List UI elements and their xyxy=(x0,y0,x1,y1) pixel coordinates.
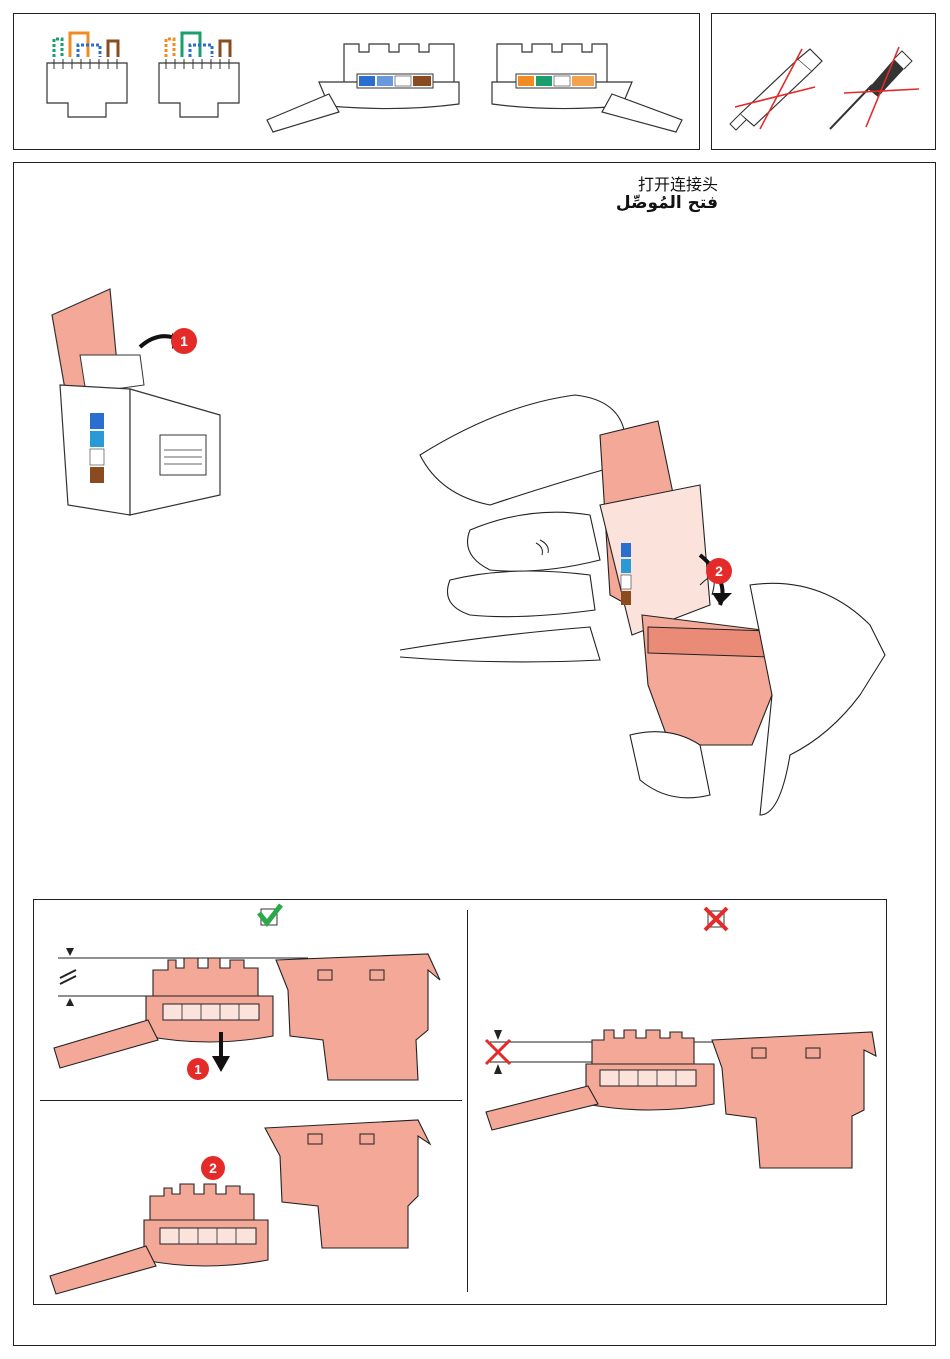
step-badge-press-label: 1 xyxy=(194,1062,201,1077)
panel-divider-vertical xyxy=(467,910,468,1292)
incorrect-cap-position-illustration xyxy=(480,1020,880,1170)
rj45-t568b-icon xyxy=(156,29,246,139)
correct-closed-illustration xyxy=(40,1108,450,1298)
punch-down-tool-forbidden-icon xyxy=(720,29,830,139)
rj45-t568a-icon xyxy=(44,29,134,139)
lacing-cap-a-icon xyxy=(259,34,469,144)
step-badge-closed-label: 2 xyxy=(209,1160,217,1176)
step-title: 打开连接头 فتح المُوصِّل xyxy=(616,176,718,214)
wiring-reference-panel xyxy=(13,13,700,150)
title-arabic: فتح المُوصِّل xyxy=(616,194,718,214)
incorrect-cross-icon xyxy=(703,906,729,932)
step-badge-2-label: 2 xyxy=(715,563,723,579)
title-chinese: 打开连接头 xyxy=(616,176,718,194)
lacing-cap-b-icon xyxy=(482,34,692,144)
step-badge-2: 2 xyxy=(705,557,733,585)
step-badge-closed: 2 xyxy=(200,1155,226,1181)
hands-opening-connector-illustration xyxy=(400,395,885,815)
step-badge-press: 1 xyxy=(186,1057,210,1081)
connector-open-latch-illustration xyxy=(40,285,240,525)
step-badge-1: 1 xyxy=(170,327,198,355)
step-badge-1-label: 1 xyxy=(180,333,188,349)
correct-cap-position-illustration xyxy=(48,940,458,1085)
screwdriver-forbidden-icon xyxy=(824,29,924,139)
panel-divider-horizontal xyxy=(40,1100,462,1101)
forbidden-tools-panel xyxy=(711,13,936,150)
correct-check-icon xyxy=(257,903,283,929)
